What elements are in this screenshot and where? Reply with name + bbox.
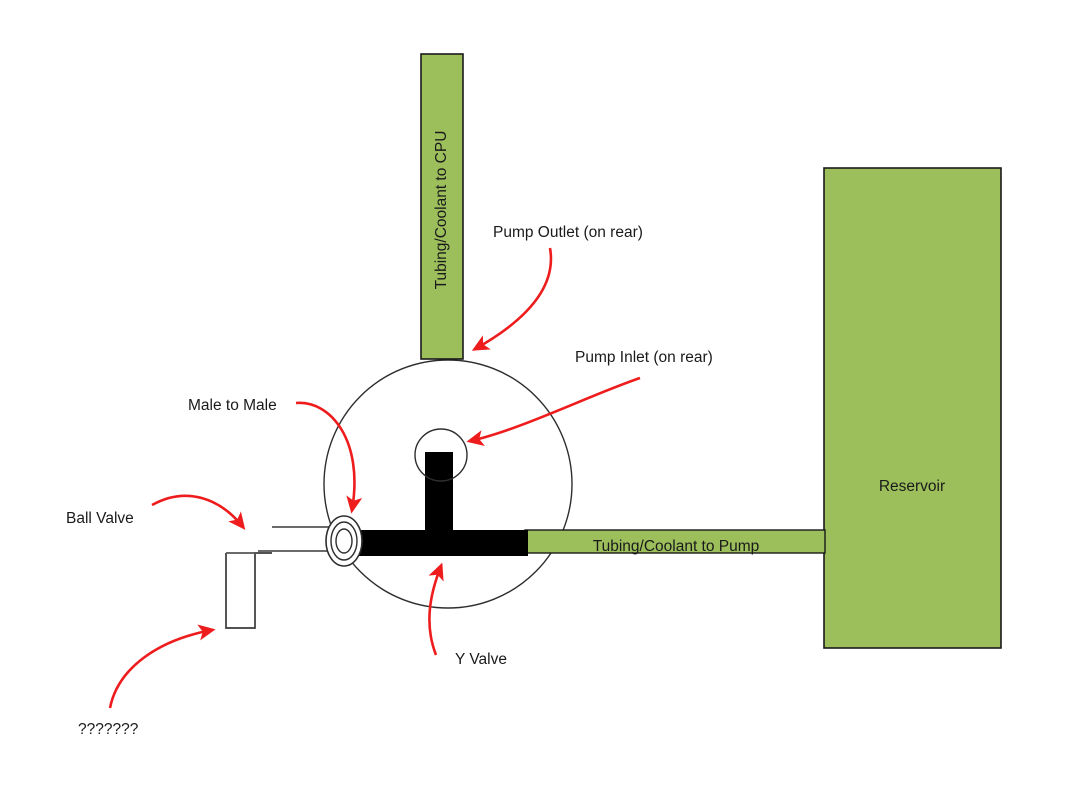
- pump-inlet-label: Pump Inlet (on rear): [575, 349, 713, 366]
- reservoir-body[interactable]: [823, 167, 1002, 649]
- male-to-male-label: Male to Male: [188, 397, 277, 414]
- male-to-male-arrow: [295, 401, 363, 514]
- pump-inlet-port[interactable]: [414, 428, 468, 482]
- pump-outlet-arrow: [471, 247, 553, 351]
- ball-valve-body[interactable]: [225, 552, 272, 629]
- tubing-to-cpu-body[interactable]: [420, 53, 464, 360]
- y-valve-label: Y Valve: [455, 651, 507, 668]
- tubing-to-pump-label: Tubing/Coolant to Pump: [593, 538, 760, 555]
- pump-inlet-arrow: [466, 376, 641, 446]
- pump-housing-circle: [323, 359, 573, 609]
- tubing-to-cpu-label: Tubing/Coolant to CPU: [433, 131, 450, 290]
- reservoir-label: Reservoir: [879, 478, 945, 495]
- y-valve-arrow: [428, 562, 444, 656]
- ball-valve-arrow: [151, 494, 246, 530]
- male-to-male-inner-ring: [335, 528, 353, 554]
- unknown-part-arrow: [108, 624, 216, 709]
- y-valve-vertical-stem[interactable]: [425, 452, 453, 544]
- unknown-part-label: ???????: [78, 721, 139, 738]
- pump-outlet-label: Pump Outlet (on rear): [493, 224, 643, 241]
- left-pipe-stub: [258, 526, 335, 552]
- ball-valve-label: Ball Valve: [66, 510, 134, 527]
